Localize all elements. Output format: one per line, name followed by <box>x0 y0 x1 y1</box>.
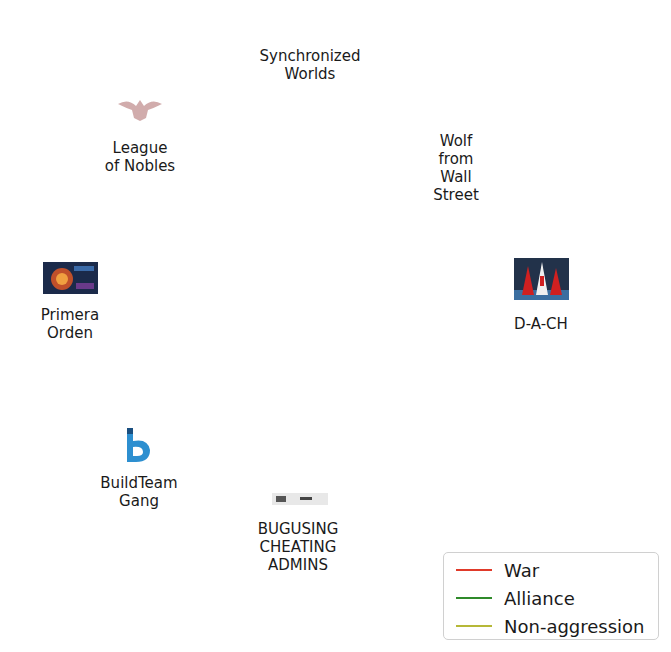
legend-label: War <box>504 560 539 581</box>
alliance-circle: Synchronized Worlds <box>244 0 375 131</box>
circle-shape <box>476 237 605 366</box>
bugusing-icon <box>272 493 328 505</box>
node-label: D-A-CH <box>489 315 593 333</box>
primera-icon <box>43 262 98 294</box>
alliance-circle: BUGUSING CHEATING ADMINS <box>219 445 377 603</box>
buildteam-logo <box>112 420 166 468</box>
relation-line <box>136 205 143 390</box>
node-label: Primera Orden <box>18 306 122 342</box>
legend-row: Alliance <box>454 585 575 611</box>
relation-line <box>369 106 403 130</box>
alliance-circle: BuildTeam Gang <box>68 396 211 539</box>
relation-line <box>211 329 476 438</box>
legend-sample <box>454 621 494 631</box>
legend-box: WarAllianceNon-aggression <box>443 552 659 640</box>
legend-row: War <box>454 557 539 583</box>
circle-shape <box>78 75 202 199</box>
alliance-circle: League of Nobles <box>78 75 202 199</box>
node-label: BuildTeam Gang <box>87 474 191 510</box>
relation-line <box>489 364 507 396</box>
circle-shape <box>0 232 139 371</box>
legend-sample <box>454 565 494 575</box>
legend-sample <box>454 593 494 603</box>
alliance-circle: D-A-CH <box>476 237 605 366</box>
circle-shape <box>68 396 211 539</box>
node-label: BUGUSING CHEATING ADMINS <box>242 520 354 574</box>
node-label: Synchronized Worlds <box>251 47 369 83</box>
node-label: Wolf from Wall Street <box>430 132 482 204</box>
node-label: League of Nobles <box>104 139 176 175</box>
dach-icon <box>514 258 569 300</box>
legend-row: Non-aggression <box>454 613 645 639</box>
relation-line <box>203 93 244 111</box>
alliance-circle: Primera Orden <box>0 232 139 371</box>
alliance-circle: Wolf from Wall Street <box>396 108 516 228</box>
league-emblem <box>118 100 162 121</box>
portrait-circle <box>389 392 519 522</box>
legend-label: Alliance <box>504 588 575 609</box>
legend-label: Non-aggression <box>504 616 645 637</box>
relation-line <box>169 131 282 396</box>
circle-shape <box>389 392 519 522</box>
